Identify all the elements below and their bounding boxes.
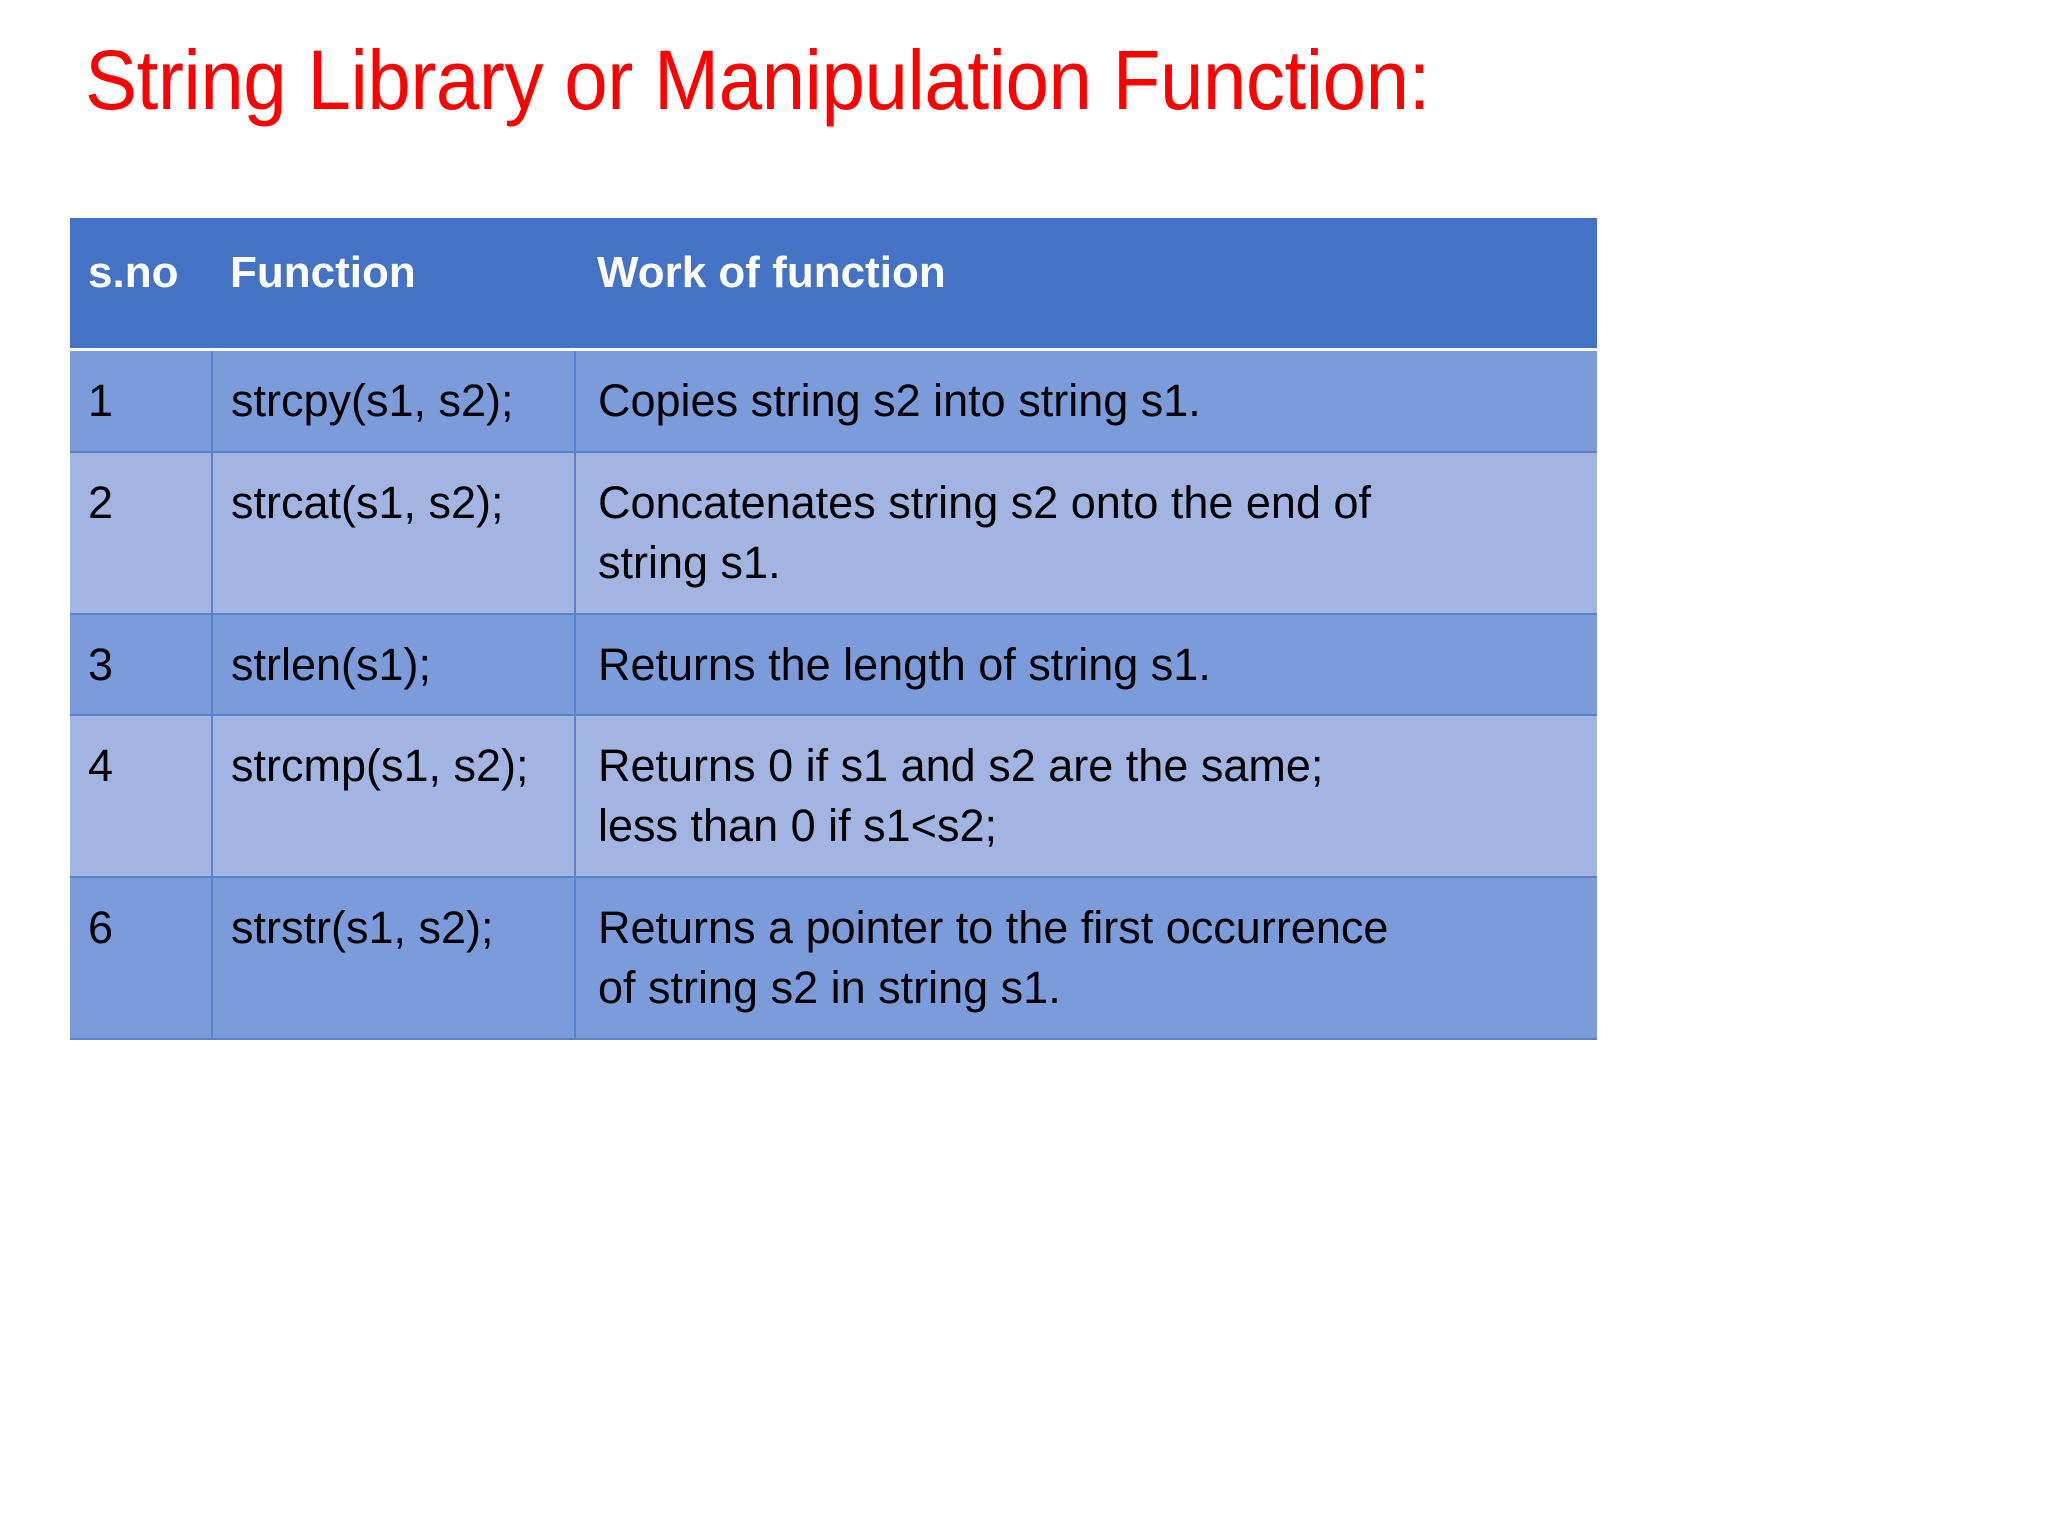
cell-function: strcmp(s1, s2); (211, 714, 575, 878)
work-line: Returns 0 if s1 and s2 are the same; (598, 740, 1324, 792)
column-header-function-label: Function (230, 248, 416, 297)
table-header: s.no Function Work of function (70, 218, 1597, 351)
column-header-sno: s.no (70, 218, 212, 351)
cell-work: Returns 0 if s1 and s2 are the same; les… (574, 714, 1597, 878)
cell-function: strlen(s1); (211, 612, 575, 716)
string-functions-table: s.no Function Work of function 1 strcpy(… (70, 218, 1597, 1040)
cell-function: strcat(s1, s2); (211, 450, 575, 614)
cell-sno: 2 (70, 450, 212, 614)
work-line: Returns a pointer to the first occurrenc… (598, 902, 1389, 954)
cell-sno: 6 (70, 876, 212, 1040)
work-line: Concatenates string s2 onto the end of (598, 476, 1372, 528)
page-title: String Library or Manipulation Function: (85, 33, 1430, 127)
column-header-sno-label: s.no (88, 248, 179, 297)
cell-work: Concatenates string s2 onto the end of s… (574, 450, 1597, 614)
cell-sno: 1 (88, 375, 114, 426)
table-body: 1 strcpy(s1, s2); Copies string s2 into … (70, 349, 1597, 1040)
cell-sno: 3 (70, 612, 212, 716)
column-header-work-label: Work of function (597, 248, 946, 297)
cell-function: strcpy(s1, s2); (211, 349, 575, 452)
column-header-work: Work of function (575, 218, 1597, 351)
cell-function: strstr(s1, s2); (211, 876, 575, 1040)
table-row: 3 strlen(s1); Returns the length of stri… (70, 612, 1597, 716)
cell-work: Copies string s2 into string s1. (574, 349, 1597, 452)
work-line: Copies string s2 into string s1. (598, 375, 1201, 426)
table-header-row: s.no Function Work of function (70, 218, 1597, 351)
table-row: 4 strcmp(s1, s2); Returns 0 if s1 and s2… (70, 714, 1597, 878)
cell-sno: 4 (70, 714, 212, 878)
work-line: Returns the length of string s1. (598, 638, 1211, 690)
work-line: string s1. (598, 536, 781, 588)
table-row: 1 strcpy(s1, s2); Copies string s2 into … (70, 349, 1597, 452)
table-row: 6 strstr(s1, s2); Returns a pointer to t… (70, 876, 1597, 1040)
column-header-function: Function (212, 218, 575, 351)
cell-work: Returns a pointer to the first occurrenc… (574, 876, 1597, 1040)
cell-work: Returns the length of string s1. (574, 612, 1597, 716)
work-line: of string s2 in string s1. (598, 961, 1061, 1013)
table-row: 2 strcat(s1, s2); Concatenates string s2… (70, 450, 1597, 614)
work-line: less than 0 if s1<s2; (598, 800, 997, 852)
